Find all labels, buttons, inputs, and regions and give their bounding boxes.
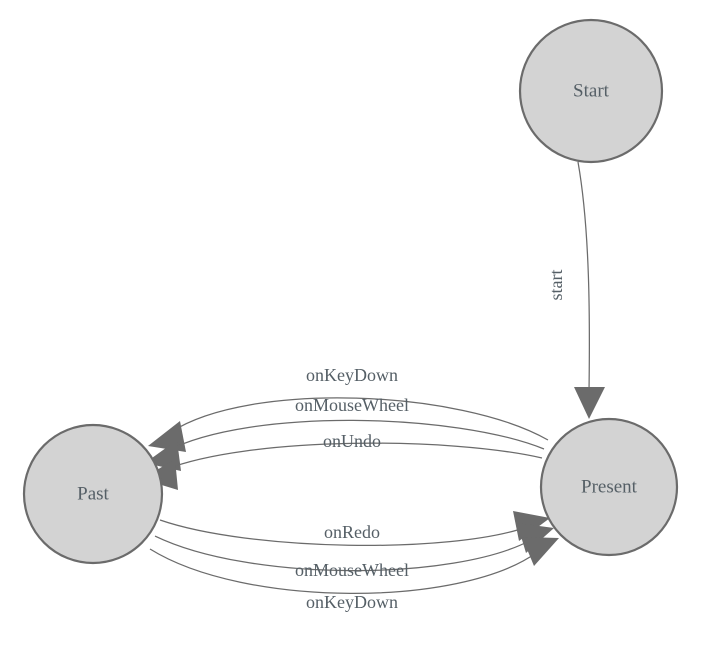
edge-label-onkeydown-undo: onKeyDown bbox=[306, 365, 398, 385]
edge-onmousewheel-undo-path bbox=[166, 419, 545, 452]
edge-label-start: start bbox=[546, 270, 566, 301]
edge-start-path bbox=[577, 161, 591, 393]
node-present-label: Present bbox=[581, 476, 638, 497]
node-present[interactable]: Present bbox=[539, 417, 679, 557]
node-past[interactable]: Past bbox=[22, 423, 164, 565]
edge-start[interactable] bbox=[574, 161, 605, 419]
node-past-circle bbox=[22, 423, 164, 565]
edge-onmousewheel-redo-path bbox=[154, 535, 532, 572]
node-past-label: Past bbox=[77, 483, 109, 504]
edge-label-onundo: onUndo bbox=[323, 431, 381, 451]
edge-start-arrowhead bbox=[574, 387, 605, 419]
edge-label-onredo: onRedo bbox=[324, 522, 380, 542]
edge-onundo-path bbox=[163, 442, 543, 471]
edge-label-onmousewheel-redo: onMouseWheel bbox=[295, 560, 409, 580]
edge-label-onmousewheel-undo: onMouseWheel bbox=[295, 395, 409, 415]
node-present-circle bbox=[539, 417, 679, 557]
node-start[interactable]: Start bbox=[518, 18, 664, 164]
edge-onkeydown-redo-arrowhead bbox=[522, 537, 559, 566]
node-start-circle bbox=[518, 18, 664, 164]
edge-onredo-path bbox=[159, 519, 528, 547]
edge-label-onkeydown-redo: onKeyDown bbox=[306, 592, 398, 612]
edge-onkeydown-redo-path bbox=[149, 548, 537, 594]
node-start-label: Start bbox=[573, 80, 610, 101]
edge-onkeydown-redo[interactable] bbox=[149, 537, 559, 594]
edge-onkeydown-undo-path bbox=[170, 397, 549, 441]
